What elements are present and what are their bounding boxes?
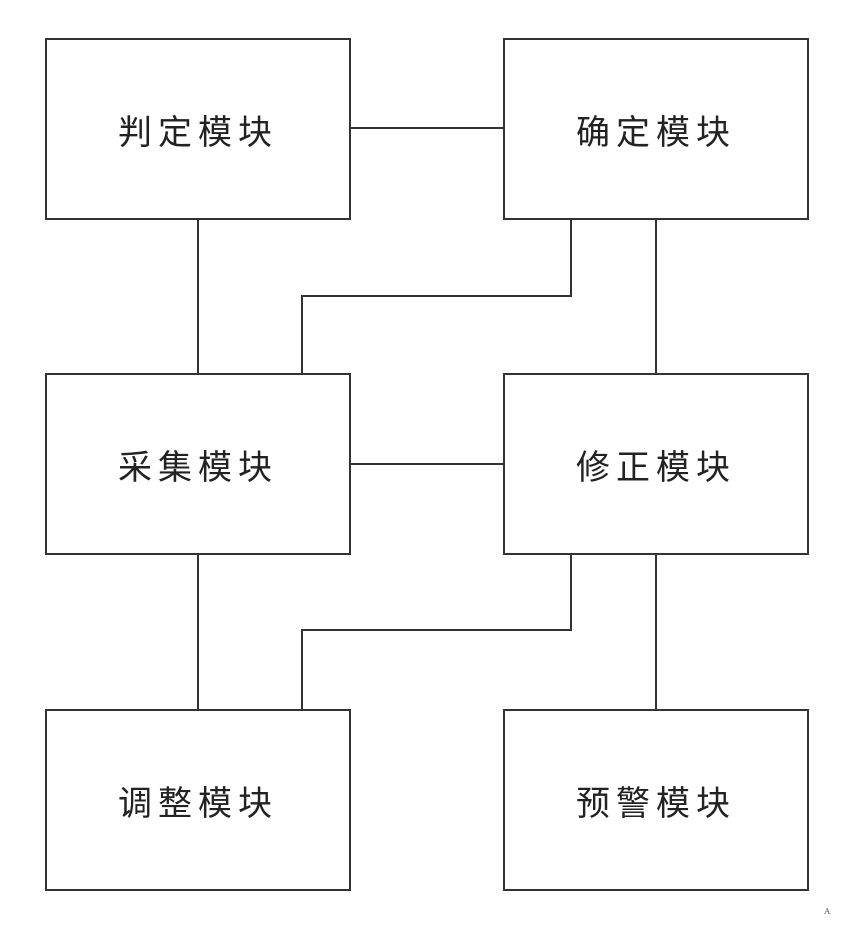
judge-module-label: 判定模块 [118,105,278,154]
warning-module-box: 预警模块 [503,709,809,891]
confirm-module-label: 确定模块 [576,105,736,154]
collect-module-box: 采集模块 [45,373,351,555]
connector-correct-adjust [302,555,571,709]
confirm-module-box: 确定模块 [503,38,809,220]
connector-confirm-collect [302,220,571,373]
warning-module-label: 预警模块 [576,776,736,825]
correct-module-label: 修正模块 [576,440,736,489]
judge-module-box: 判定模块 [45,38,351,220]
collect-module-label: 采集模块 [118,440,278,489]
adjust-module-box: 调整模块 [45,709,351,891]
correct-module-box: 修正模块 [503,373,809,555]
corner-mark: A [824,907,830,916]
adjust-module-label: 调整模块 [118,776,278,825]
